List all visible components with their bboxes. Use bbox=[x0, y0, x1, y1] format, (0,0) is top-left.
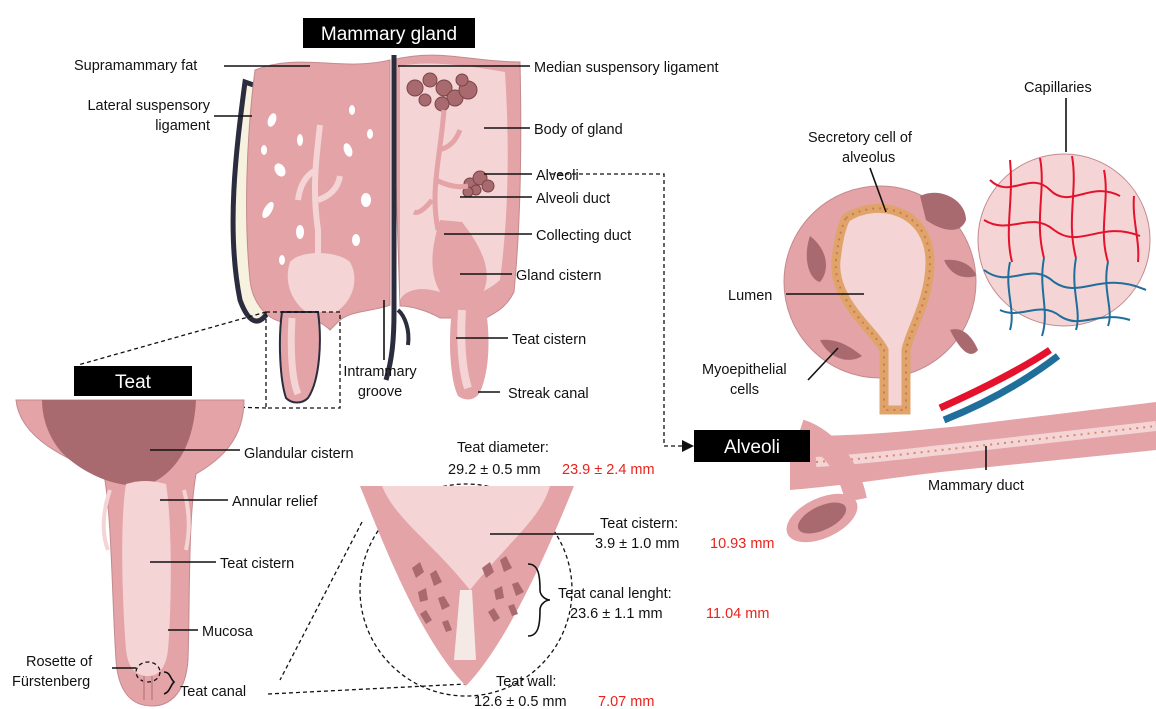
teat-cistern-alt: 10.93 mm bbox=[710, 536, 774, 552]
label-body-of-gland: Body of gland bbox=[534, 122, 623, 138]
label-alveoli-duct: Alveoli duct bbox=[536, 191, 610, 207]
label-myoepithelial-2: cells bbox=[730, 382, 759, 398]
label-rosette-1: Rosette of bbox=[26, 654, 93, 670]
label-lateral-ligament-2: ligament bbox=[155, 118, 210, 134]
teat-cistern-value: 3.9 ± 1.0 mm bbox=[595, 536, 680, 552]
label-teat-canal: Teat canal bbox=[180, 684, 246, 700]
label-supramammary-fat: Supramammary fat bbox=[74, 58, 197, 74]
label-intrammary-2: groove bbox=[358, 384, 402, 400]
teat-diameter-alt: 23.9 ± 2.4 mm bbox=[562, 462, 655, 478]
teat-canal-label: Teat canal lenght: bbox=[558, 586, 672, 602]
teat-diameter-label: Teat diameter: bbox=[457, 440, 549, 456]
teat-magnified-circle bbox=[280, 484, 574, 696]
label-collecting-duct: Collecting duct bbox=[536, 228, 631, 244]
teat-title: Teat bbox=[74, 366, 192, 396]
label-streak-canal: Streak canal bbox=[508, 386, 589, 402]
label-intrammary-1: Intrammary bbox=[343, 364, 417, 380]
label-alveoli: Alveoli bbox=[536, 168, 579, 184]
label-teat-cistern: Teat cistern bbox=[512, 332, 586, 348]
label-myoepithelial-1: Myoepithelial bbox=[702, 362, 787, 378]
svg-text:Teat: Teat bbox=[115, 372, 152, 393]
teat-cistern-label: Teat cistern: bbox=[600, 516, 678, 532]
label-rosette-2: Fürstenberg bbox=[12, 674, 90, 690]
svg-text:Alveoli: Alveoli bbox=[724, 437, 780, 458]
label-median-ligament: Median suspensory ligament bbox=[534, 60, 719, 76]
label-secretory-1: Secretory cell of bbox=[808, 130, 913, 146]
label-mucosa: Mucosa bbox=[202, 624, 254, 640]
teat-cistern-region bbox=[122, 481, 171, 676]
teat-wall-label: Teat wall: bbox=[496, 674, 556, 690]
teat-canal-alt: 11.04 mm bbox=[706, 606, 769, 622]
label-capillaries: Capillaries bbox=[1024, 80, 1092, 96]
label-lateral-ligament-1: Lateral suspensory bbox=[87, 98, 210, 114]
label-mammary-duct: Mammary duct bbox=[928, 478, 1024, 494]
teat-wall-alt: 7.07 mm bbox=[598, 694, 654, 709]
teat-diameter-value: 29.2 ± 0.5 mm bbox=[448, 462, 541, 478]
left-teat bbox=[280, 312, 320, 403]
svg-text:Mammary gland: Mammary gland bbox=[321, 24, 457, 45]
label-gland-cistern: Gland cistern bbox=[516, 268, 601, 284]
label-annular-relief: Annular relief bbox=[232, 494, 318, 510]
label-glandular-cistern: Glandular cistern bbox=[244, 446, 354, 462]
teat-wall-value: 12.6 ± 0.5 mm bbox=[474, 694, 567, 709]
label-lumen: Lumen bbox=[728, 288, 772, 304]
mammary-gland-title: Mammary gland bbox=[303, 18, 475, 48]
alveoli-title: Alveoli bbox=[694, 430, 810, 462]
label-teat-cistern-2: Teat cistern bbox=[220, 556, 294, 572]
label-secretory-2: alveolus bbox=[842, 150, 895, 166]
teat-canal-value: 23.6 ± 1.1 mm bbox=[570, 606, 663, 622]
alveoli-link-arrow bbox=[551, 174, 682, 446]
